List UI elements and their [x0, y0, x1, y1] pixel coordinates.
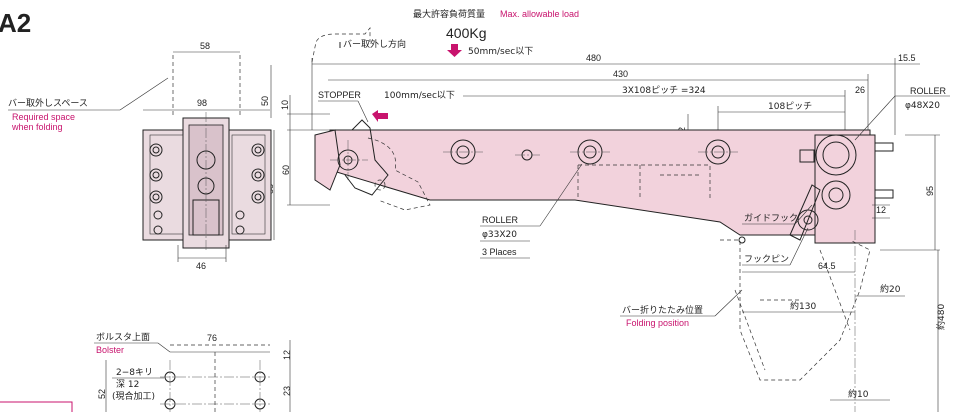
roller-33-label: ROLLER [482, 215, 519, 225]
dim-approx-10: 約10 [848, 388, 869, 400]
dim-50: 50 [260, 96, 270, 106]
dim-pitch-324: 3X108ピッチ =324 [622, 85, 706, 96]
stopper-speed: 100mm/sec以下 [384, 91, 455, 101]
folded-arm-outline [720, 239, 871, 381]
dim-approx-480: 約480 [935, 304, 947, 330]
bolster-label-jp: ボルスタ上面 [96, 332, 150, 343]
stopper-label: STOPPER [318, 90, 361, 100]
bar-removal-path [311, 27, 371, 63]
dim-12b: 12 [282, 350, 292, 360]
max-load-label-jp: 最大許容負荷質量 [413, 8, 485, 20]
dim-46: 46 [196, 261, 206, 271]
roller-33-spec: φ33X20 [482, 230, 517, 240]
bolster-label-en: Bolster [96, 345, 124, 355]
dim-480: 480 [586, 53, 601, 63]
max-load-label-en: Max. allowable load [500, 9, 579, 19]
dim-60: 60 [281, 165, 291, 175]
folding-position-jp: バー折りたたみ位置 [622, 304, 703, 316]
bar-removal-direction: バー取外し方向 [343, 38, 406, 50]
dim-95: 95 [925, 186, 935, 196]
required-space-line1: Required space [12, 112, 75, 122]
dim-430: 430 [613, 69, 628, 79]
max-load-value: 400Kg [446, 25, 486, 41]
load-arrow-icon [447, 44, 462, 57]
dim-52: 52 [97, 389, 107, 399]
end-view: 58 98 50 88 [142, 41, 275, 271]
figure-id: A2 [0, 8, 31, 38]
drill-line3: (現合加工) [112, 390, 155, 402]
drill-line1: 2−8キリ [116, 368, 153, 378]
dim-76: 76 [207, 333, 217, 343]
guide-hook-label: ガイドフック [744, 213, 798, 224]
dim-26: 26 [855, 85, 865, 95]
dim-15-5: 15.5 [898, 53, 916, 63]
folding-position-en: Folding position [626, 318, 689, 328]
load-speed: 50mm/sec以下 [468, 47, 533, 57]
dim-23: 23 [282, 386, 292, 396]
dim-12: 12 [876, 205, 886, 215]
hook-pin-label: フックピン [744, 254, 789, 265]
dim-2: 2 [677, 127, 687, 132]
drill-line2: 深 12 [116, 379, 139, 390]
roller-48-label: ROLLER [910, 86, 947, 96]
stopper-arrow-icon [372, 110, 388, 122]
dim-approx-130: 約130 [790, 300, 816, 312]
dim-10: 10 [280, 100, 290, 110]
dim-58: 58 [200, 41, 210, 51]
dim-64-5: 64.5 [818, 261, 836, 271]
bolster-view: ボルスタ上面 Bolster 76 12 23 2−8キリ 深 12 (現合加工… [94, 332, 292, 412]
roller-48-spec: φ48X20 [905, 101, 940, 111]
roller-33-qty: 3 Places [482, 247, 517, 257]
pink-frame-corner [0, 401, 73, 412]
dim-108-pitch: 108ピッチ [768, 101, 812, 112]
bar-removal-space-label: バー取外しスペース [8, 97, 88, 109]
required-space-line2: when folding [11, 122, 63, 132]
dim-approx-20: 約20 [880, 283, 901, 295]
dim-98: 98 [197, 98, 207, 108]
